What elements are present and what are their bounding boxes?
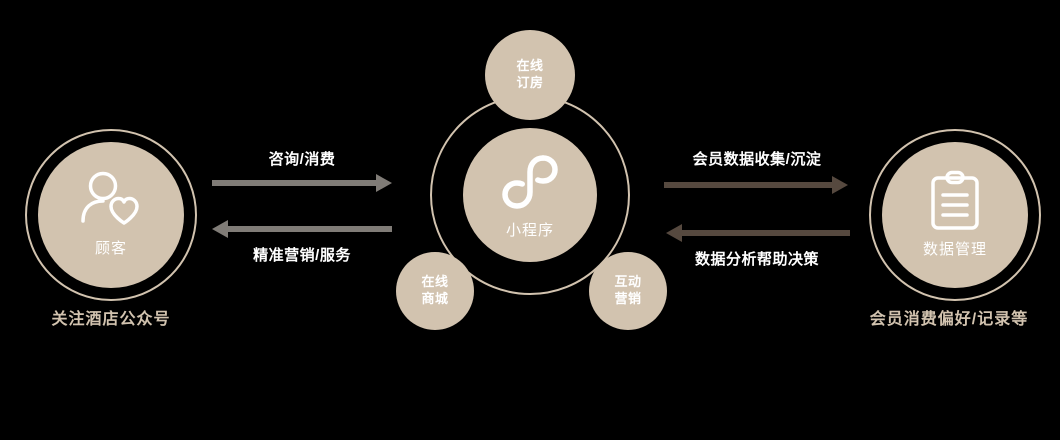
customer-outer-ring <box>25 129 197 301</box>
data-outer-ring <box>869 129 1041 301</box>
miniprogram-node[interactable]: 小程序 <box>463 128 597 262</box>
customer-node[interactable]: 顾客 <box>38 142 184 288</box>
satellite-online-booking[interactable]: 在线订房 <box>485 30 575 120</box>
arrow-label-precision-marketing: 精准营销/服务 <box>253 247 351 264</box>
arrow-label-consult-consume: 咨询/消费 <box>268 151 336 168</box>
data-management-caption: 会员消费偏好/记录等 <box>869 311 1029 328</box>
data-management-node[interactable]: 数据管理 <box>882 142 1028 288</box>
arrow-shaft-leftward <box>226 226 392 232</box>
person-heart-icon <box>79 171 143 236</box>
miniprogram-label: 小程序 <box>505 222 554 240</box>
satellite-interactive-marketing-label: 互动营销 <box>614 274 642 306</box>
arrow-shaft-leftward <box>680 230 850 236</box>
clipboard-icon <box>927 170 983 237</box>
wechat-miniprogram-icon <box>499 149 561 220</box>
miniprogram-data-arrows: 会员数据收集/沉淀 数据分析帮助决策 <box>664 140 850 276</box>
satellite-online-mall[interactable]: 在线商城 <box>396 252 474 330</box>
arrow-shaft-rightward <box>212 180 378 186</box>
satellite-online-mall-label: 在线商城 <box>421 274 449 306</box>
customer-miniprogram-arrows: 咨询/消费 精准营销/服务 <box>212 140 392 270</box>
customer-label: 顾客 <box>94 240 127 258</box>
satellite-interactive-marketing[interactable]: 互动营销 <box>589 252 667 330</box>
satellite-online-booking-label: 在线订房 <box>516 58 544 90</box>
arrow-label-data-collection: 会员数据收集/沉淀 <box>692 151 822 168</box>
arrow-head-rightward <box>832 176 848 194</box>
arrow-head-leftward <box>212 220 228 238</box>
arrow-head-rightward <box>376 174 392 192</box>
arrow-label-data-analysis: 数据分析帮助决策 <box>694 251 819 268</box>
data-management-label: 数据管理 <box>922 241 987 259</box>
customer-caption: 关注酒店公众号 <box>51 311 171 328</box>
arrow-head-leftward <box>666 224 682 242</box>
arrow-shaft-rightward <box>664 182 834 188</box>
